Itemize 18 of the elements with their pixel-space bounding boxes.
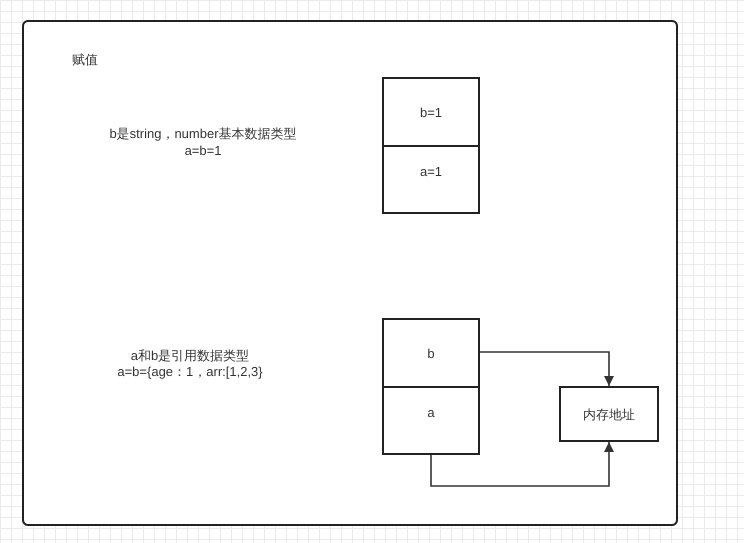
cell-label: b <box>427 344 435 362</box>
note-text: a=b={age：1，arr:[1,2,3} <box>117 364 263 379</box>
arrow <box>430 442 614 487</box>
frame-title: 赋值 <box>72 51 98 68</box>
stack-cell <box>382 77 480 147</box>
stack-cell <box>382 145 480 214</box>
cell-label: a <box>427 404 435 421</box>
note-text: a=b=1 <box>184 143 222 158</box>
stack-cell <box>382 318 480 388</box>
memory-box <box>559 386 659 442</box>
cell-label: b=1 <box>420 104 442 120</box>
cell-label: 内存地址 <box>583 406 635 422</box>
frame <box>22 20 678 526</box>
cell-label: a=1 <box>420 163 442 180</box>
note-text: b是string，number基本数据类型 <box>109 126 297 141</box>
stack-cell <box>382 386 480 455</box>
arrow <box>480 351 614 386</box>
note-text: a和b是引用数据类型 <box>130 348 250 363</box>
